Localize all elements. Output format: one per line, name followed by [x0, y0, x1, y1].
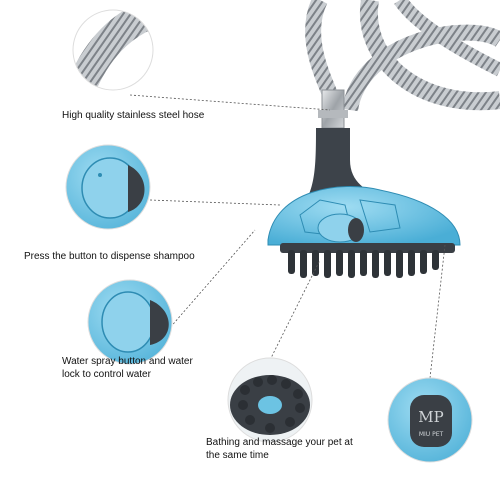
brand-logo-sub: MIU PET — [419, 431, 444, 438]
caption-spray-button: Water spray button and water lock to con… — [62, 356, 193, 380]
hose-connector — [318, 89, 348, 129]
caption-shampoo-button: Press the button to dispense shampoo — [24, 251, 195, 262]
detail-logo-circle: MP MIU PET — [387, 377, 473, 463]
detail-hose-circle — [72, 9, 154, 91]
brush-head — [267, 186, 461, 278]
detail-spray-button-circle — [87, 279, 173, 365]
callout-lines — [129, 94, 446, 379]
caption-bathing: Bathing and massage your pet at the same… — [206, 437, 353, 461]
detail-bristles-circle — [227, 357, 313, 443]
brand-logo-mark: MP — [418, 408, 443, 426]
detail-shampoo-button-circle — [65, 144, 151, 230]
caption-hose: High quality stainless steel hose — [62, 110, 205, 121]
